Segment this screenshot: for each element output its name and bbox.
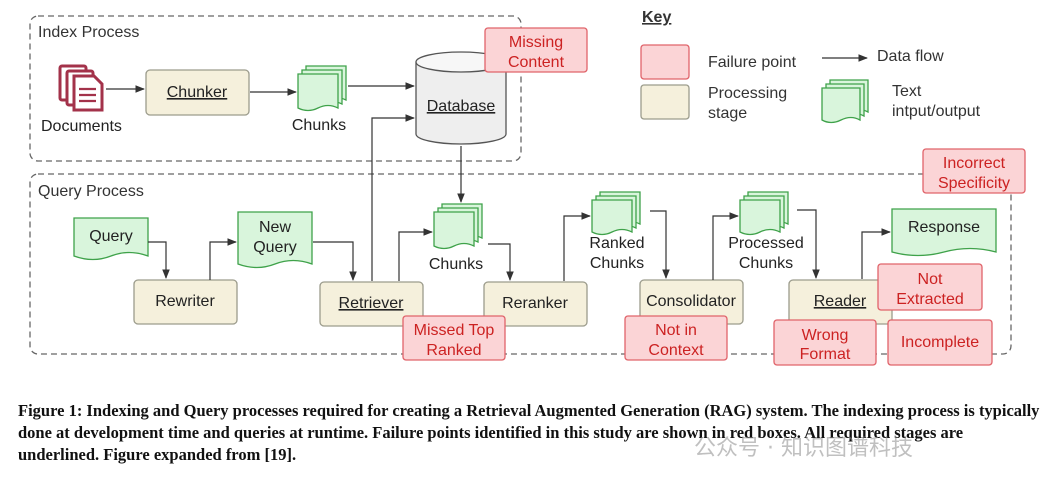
documents-icon <box>58 64 104 112</box>
watermark: 公众号 · 知识图谱科技 <box>694 436 913 461</box>
processed-chunks-label-2: Chunks <box>739 255 793 272</box>
rewriter-stage <box>133 279 238 325</box>
key-title: Key <box>642 9 671 26</box>
query-chunks-icon <box>433 203 483 250</box>
consolidator-label: Consolidator <box>646 293 737 310</box>
not-in-context-label-2: Context <box>648 342 704 359</box>
new-query-label-2: Query <box>253 239 297 256</box>
key-failure-swatch <box>640 44 690 80</box>
not-extracted-failure <box>877 263 983 311</box>
database-icon <box>415 51 507 145</box>
rag-failure-diagram: Index Process Query Process Documents Ch… <box>29 9 1026 366</box>
incorrect-specificity-label-1: Incorrect <box>943 155 1006 172</box>
key-stage-label-2: stage <box>708 105 747 122</box>
new-query-label-1: New <box>259 219 291 236</box>
index-process-title: Index Process <box>38 24 139 41</box>
missed-top-ranked-label-1: Missed Top <box>414 322 495 339</box>
key-stage-swatch <box>640 84 690 120</box>
not-in-context-label-1: Not in <box>655 322 697 339</box>
key-text-label-1: Text <box>892 83 922 100</box>
incomplete-failure <box>887 319 993 366</box>
query-process-group <box>29 173 1012 355</box>
missed-top-ranked-label-2: Ranked <box>426 342 481 359</box>
key-failure-label: Failure point <box>708 54 797 71</box>
index-flow-arrows <box>106 82 415 96</box>
key-text-io-icon <box>821 79 869 124</box>
figure-caption: Figure 1: Indexing and Query processes r… <box>18 401 1040 464</box>
response-text-shape <box>891 208 997 257</box>
chunker-label: Chunker <box>167 84 228 101</box>
database-label: Database <box>427 98 496 115</box>
response-label: Response <box>908 219 980 236</box>
ranked-chunks-icon <box>591 191 641 236</box>
missing-content-failure <box>484 27 588 73</box>
ranked-chunks-label-2: Chunks <box>590 255 644 272</box>
key-text-label-2: intput/output <box>892 103 981 120</box>
query-chunks-label: Chunks <box>429 256 483 273</box>
reranker-label: Reranker <box>502 295 568 312</box>
query-label: Query <box>89 228 133 245</box>
wrong-format-label-1: Wrong <box>802 327 849 344</box>
query-text-shape <box>73 217 149 261</box>
key-stage-label-1: Processing <box>708 85 787 102</box>
not-in-context-failure <box>624 315 728 361</box>
index-chunks-label: Chunks <box>292 117 346 134</box>
query-process-title: Query Process <box>38 183 144 200</box>
processed-chunks-label-1: Processed <box>728 235 804 252</box>
rewriter-label: Rewriter <box>155 293 215 310</box>
processed-chunks-icon <box>739 191 789 236</box>
key-data-flow-label: Data flow <box>877 48 944 65</box>
wrong-format-failure <box>773 319 877 366</box>
incorrect-specificity-failure <box>922 148 1026 194</box>
reranker-stage <box>483 281 588 327</box>
incomplete-label: Incomplete <box>901 334 979 351</box>
wrong-format-label-2: Format <box>800 346 851 363</box>
index-chunks-icon <box>297 65 347 112</box>
not-extracted-label-1: Not <box>918 271 943 288</box>
missing-content-label-2: Content <box>508 54 565 71</box>
chunker-stage <box>145 69 250 116</box>
retriever-stage <box>319 281 424 327</box>
missing-content-label-1: Missing <box>509 34 563 51</box>
retriever-label: Retriever <box>339 295 405 312</box>
missed-top-ranked-failure <box>402 315 506 361</box>
index-process-group <box>29 15 522 162</box>
query-flow-arrows <box>148 114 891 281</box>
new-query-text-shape <box>237 211 313 269</box>
not-extracted-label-2: Extracted <box>896 291 964 308</box>
reader-label: Reader <box>814 293 867 310</box>
ranked-chunks-label-1: Ranked <box>589 235 644 252</box>
incorrect-specificity-label-2: Specificity <box>938 175 1010 192</box>
documents-label: Documents <box>41 118 122 135</box>
